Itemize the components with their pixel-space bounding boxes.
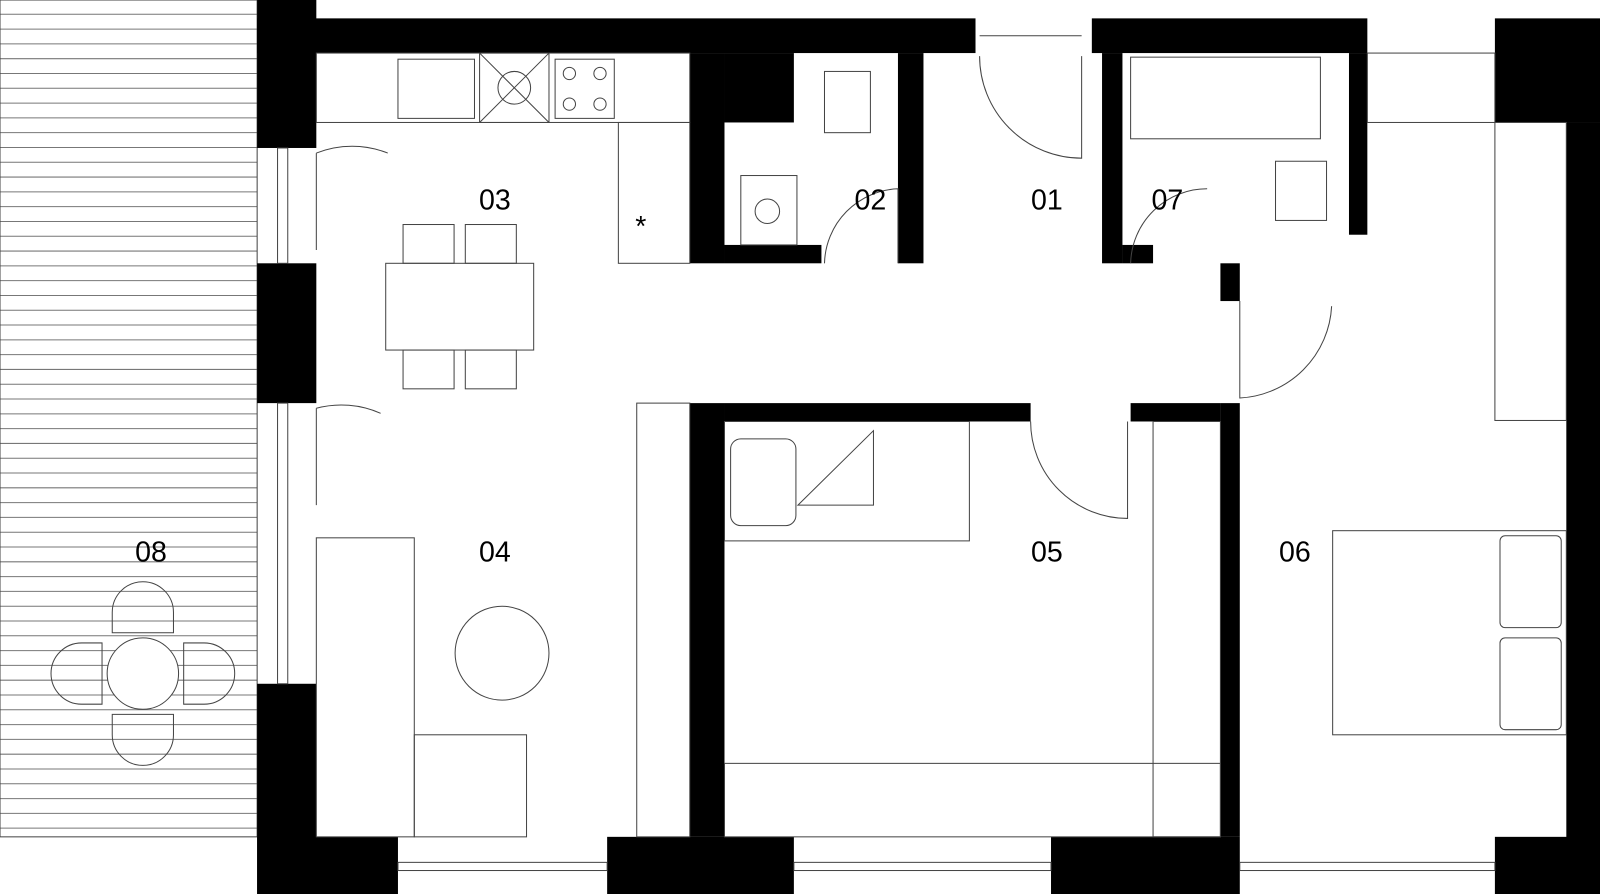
room-label-02: 02: [855, 185, 887, 217]
living-fixtures: [315, 402, 691, 838]
room05-fixtures: [723, 420, 1221, 838]
doors: [315, 35, 1333, 519]
kitchen-fixtures: [315, 52, 691, 390]
room-label-06: 06: [1279, 537, 1311, 569]
marker-asterisk: *: [635, 211, 646, 243]
terrace-furniture: [50, 581, 236, 766]
room-label-05: 05: [1031, 537, 1063, 569]
walls: [257, 0, 1600, 894]
terrace-outline: [0, 0, 258, 838]
room-label-04: 04: [479, 537, 511, 569]
room-label-08: 08: [135, 537, 167, 569]
room-label-03: 03: [479, 185, 511, 217]
bathroom-fixtures: [740, 56, 1328, 246]
room-label-07: 07: [1151, 185, 1183, 217]
room06-fixtures: [1332, 52, 1567, 736]
room-label-01: 01: [1031, 185, 1063, 217]
room-labels: 01 02 03 04 05 06 07 08: [135, 185, 1311, 569]
terrace-decking: [0, 13, 258, 829]
windows: [277, 147, 1496, 872]
